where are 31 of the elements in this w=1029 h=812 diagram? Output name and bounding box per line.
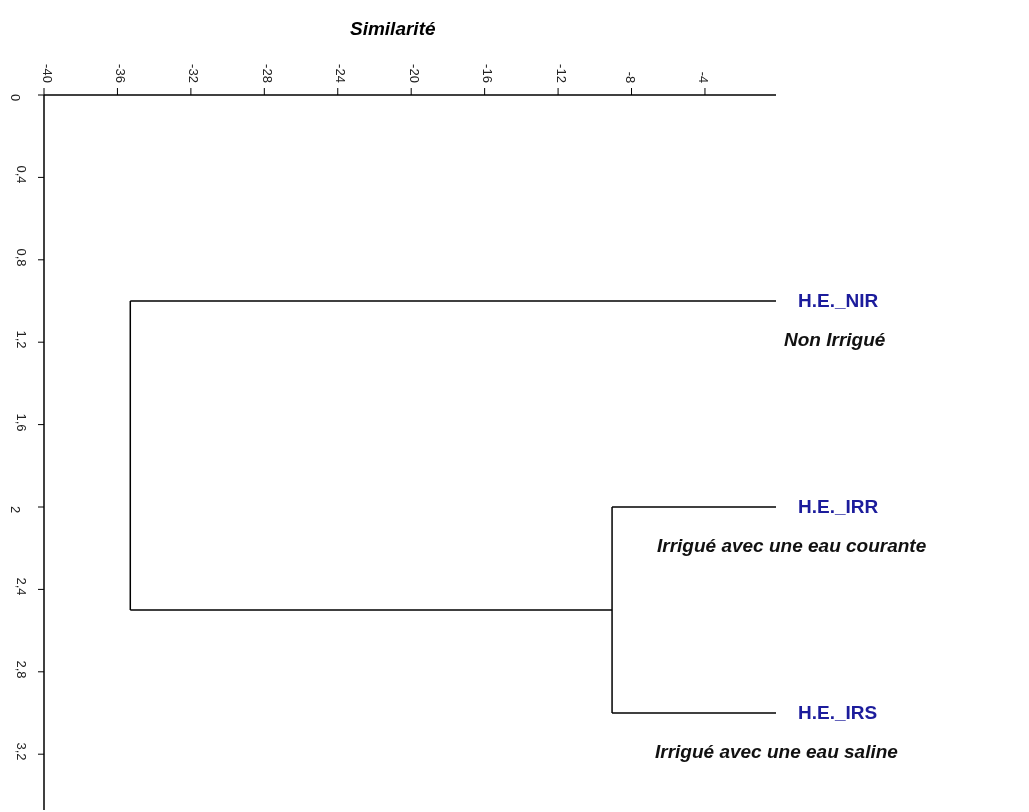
- tick-label: 0,8: [14, 248, 28, 267]
- tick-label: -12: [554, 64, 568, 83]
- tick-label: 3,2: [14, 742, 28, 761]
- axis-title: Similarité: [350, 18, 436, 40]
- tick-label: 2,4: [14, 577, 28, 596]
- tick-label: 0: [8, 94, 22, 102]
- dendrogram-branch: [611, 506, 777, 508]
- tick-label: -32: [187, 64, 201, 83]
- tick-label: 0,4: [14, 165, 28, 184]
- group-description: Irrigué avec une eau courante: [657, 535, 927, 557]
- dendrogram-branch: [129, 609, 613, 611]
- tick-label: 2,8: [14, 660, 28, 679]
- tick-label: -36: [113, 64, 127, 83]
- tick-label: -40: [40, 64, 54, 83]
- leaf-label: H.E._NIR: [798, 290, 879, 312]
- tick-label: -16: [481, 64, 494, 83]
- tick-label: 1,2: [14, 330, 28, 349]
- leaf-label: H.E._IRR: [798, 496, 879, 518]
- tick-label: -4: [697, 71, 711, 83]
- tick-label: -24: [334, 64, 348, 83]
- group-description: Non Irrigué: [784, 329, 886, 351]
- group-description: Irrigué avec une eau saline: [655, 741, 898, 763]
- tick-label: -28: [260, 64, 274, 83]
- dendrogram-branch: [129, 300, 777, 302]
- tick-label: -20: [407, 64, 421, 83]
- tick-label: -8: [624, 71, 638, 83]
- dendrogram-junction: [129, 300, 132, 611]
- leaf-label: H.E._IRS: [798, 702, 878, 724]
- dendrogram-branch: [611, 712, 777, 714]
- tick-label: 1,6: [14, 413, 28, 432]
- tick-label: 2: [8, 506, 22, 514]
